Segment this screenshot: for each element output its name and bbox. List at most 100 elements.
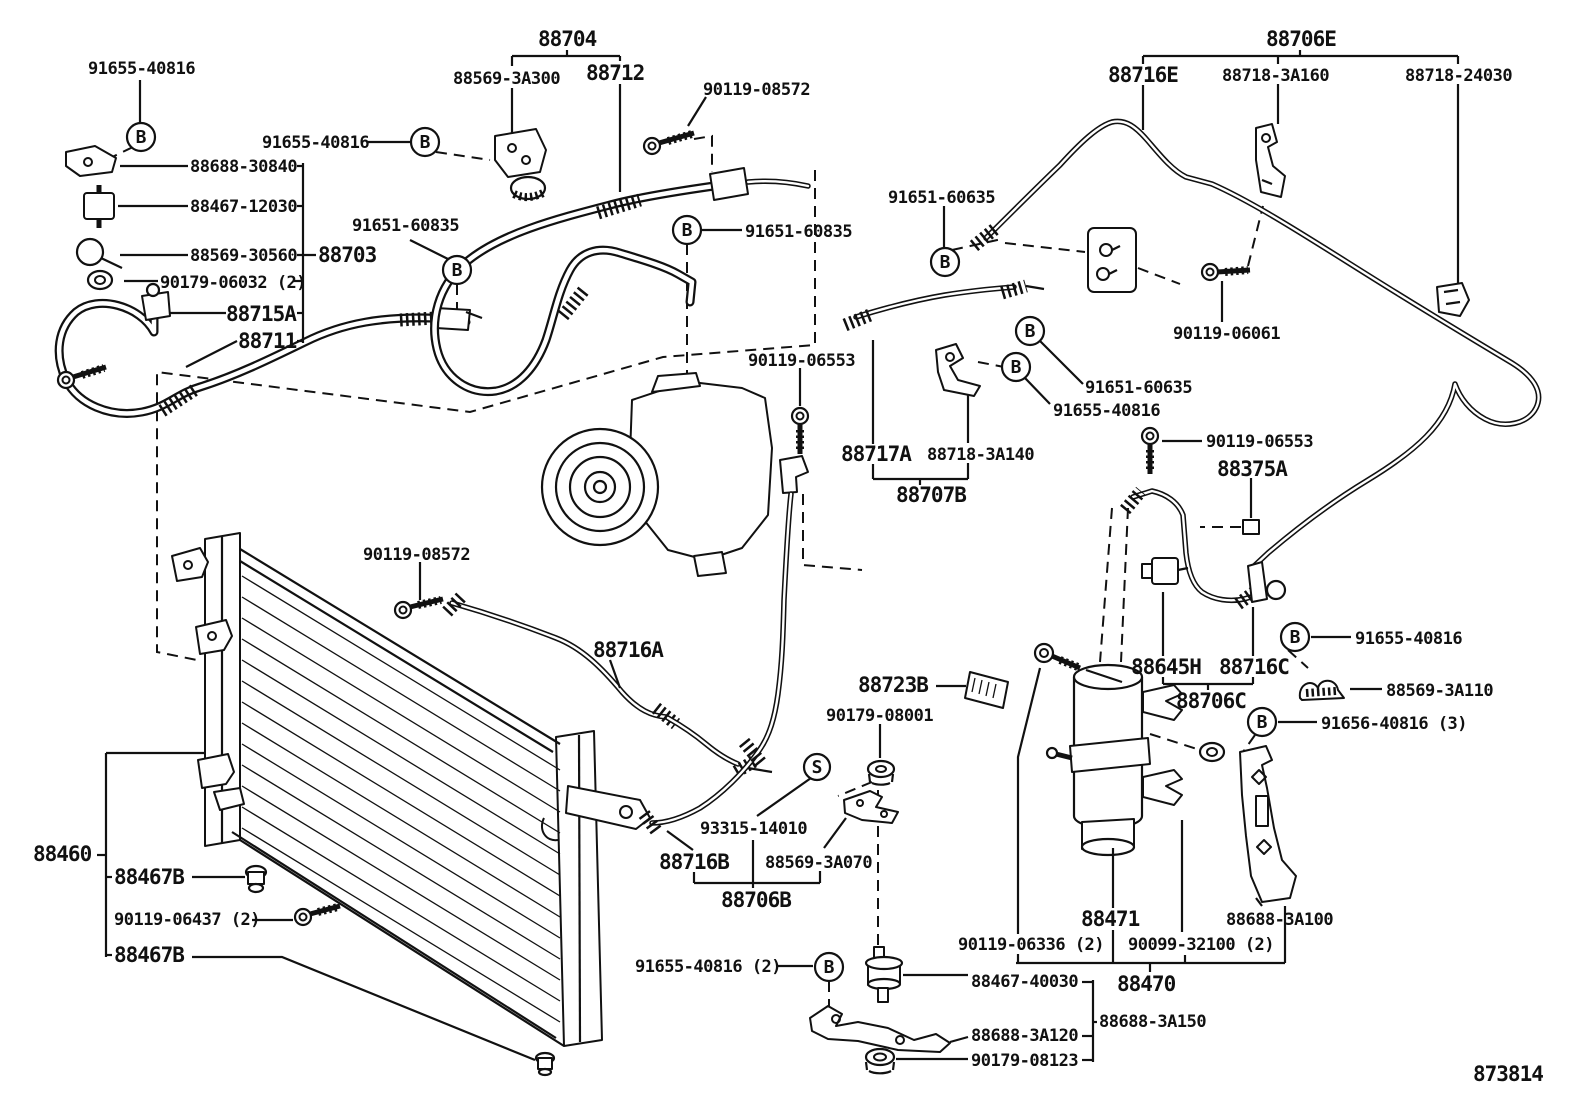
nut-icon-90179-08123 (864, 1047, 896, 1075)
grommet-icon-90099-32100 (1198, 741, 1226, 763)
bolt-symbol-b: B (813, 951, 845, 983)
suction-hose-88711 (54, 282, 483, 418)
condenser-art (171, 532, 651, 1047)
part-number-label: 91651-60635 (1085, 378, 1192, 398)
pipe-88707b (842, 279, 1045, 332)
dashed-locator-lines (103, 134, 1309, 1006)
nut-icon-90179-08001 (866, 759, 896, 786)
plug-icon-88467b-top (244, 864, 268, 894)
switch-symbol-s: S (802, 752, 832, 782)
bolt-symbol-letter: B (452, 260, 463, 281)
assembly-number-label: 88645H (1131, 655, 1201, 679)
bolt-symbol-b: B (125, 121, 157, 153)
part-number-label: 93315-14010 (700, 819, 807, 839)
assembly-number-label: 88467B (114, 943, 184, 967)
bolt-symbol-letter: B (682, 220, 693, 241)
pressure-switch-icon-88645h (1141, 557, 1189, 585)
assembly-number-label: 88704 (538, 27, 597, 51)
part-number-label: 91655-40816 (262, 133, 369, 153)
liquid-tube-88716a (442, 591, 773, 778)
bracket-icon-88688-3a120 (809, 1005, 951, 1053)
part-number-label: 88569-3A070 (765, 853, 872, 873)
valve-icon-88375a (1242, 519, 1260, 535)
part-number-label: 91651-60635 (888, 188, 995, 208)
plate-icon-88723b (964, 671, 1009, 709)
part-number-label: 88688-30840 (190, 157, 297, 177)
switch-symbol-letter: S (812, 757, 823, 778)
part-number-label: 91651-60835 (352, 216, 459, 236)
insulator-icon-88467-12030 (83, 185, 115, 228)
part-number-label: 90099-32100 (2) (1128, 935, 1274, 955)
bracket-icon-88688-3a100 (1239, 745, 1297, 907)
part-number-label: 90119-06061 (1173, 324, 1280, 344)
part-number-label: 91655-40816 (1355, 629, 1462, 649)
plug-icon-88467b-bottom (534, 1051, 556, 1077)
assembly-number-label: 88460 (33, 842, 92, 866)
bolt-icon-90119-08572-top (642, 130, 695, 156)
part-number-label: 90119-08572 (703, 80, 810, 100)
bolt-symbol-letter: B (940, 252, 951, 273)
assembly-number-label: 88711 (238, 329, 297, 353)
part-number-label: 90119-06437 (2) (114, 910, 260, 930)
bolt-symbol-b: B (409, 126, 441, 158)
clamp-icon-88718-3a160 (1255, 123, 1286, 198)
part-number-label: 90119-06336 (2) (958, 935, 1104, 955)
part-number-label: 88569-3A300 (453, 69, 560, 89)
discharge-hose-88712 (430, 167, 811, 397)
part-number-label: 90179-08123 (971, 1051, 1078, 1071)
rear-pipe-88706e (969, 118, 1542, 571)
bolt-icon-90119-08572-mid (393, 596, 444, 620)
bolt-symbol-b: B (441, 254, 473, 286)
part-number-label: 90179-08001 (826, 706, 933, 726)
assembly-number-label: 88717A (841, 442, 912, 466)
part-number-label: 88718-3A160 (1222, 66, 1329, 86)
bolt-symbol-letter: B (1025, 321, 1036, 342)
bolt-symbol-letter: B (420, 132, 431, 153)
part-number-label: 88569-3A110 (1386, 681, 1493, 701)
bolt-symbol-letter: B (824, 957, 835, 978)
clamp-icon-88569-3a300 (494, 128, 547, 201)
plate-icon-88716e (1087, 227, 1137, 293)
assembly-number-label: 88375A (1217, 457, 1288, 481)
assembly-number-label: 88706C (1176, 689, 1246, 713)
assembly-number-label: 88703 (318, 243, 377, 267)
diagram-code: 873814 (1473, 1062, 1543, 1086)
part-number-label: 88688-3A100 (1226, 910, 1333, 930)
liquid-pipe-88706c (1120, 486, 1287, 610)
assembly-number-label: 88707B (896, 483, 966, 507)
bolt-icon-90119-06553-right (1140, 426, 1160, 474)
receiver-drier-art (1045, 663, 1183, 857)
assembly-number-label: 88716E (1108, 63, 1178, 87)
screw-icon-90119-06437 (293, 903, 341, 927)
part-number-label: 90179-06032 (2) (160, 273, 306, 293)
part-labels: 91655-40816 88688-30840 88467-12030 8856… (33, 27, 1544, 1086)
bolt-symbol-letter: B (1257, 712, 1268, 733)
condenser-fins (241, 575, 561, 1023)
grommet-icon-90179-06032 (86, 269, 114, 291)
assembly-number-label: 88706B (721, 888, 791, 912)
bolt-icon-90119-08572-left (56, 364, 107, 390)
fastener-symbols: B B B B B B B B B B S (125, 121, 1311, 983)
assembly-number-label: 88716A (593, 638, 664, 662)
part-number-label: 90119-08572 (363, 545, 470, 565)
leader-lines (97, 50, 1460, 1062)
part-number-label: 88569-30560 (190, 246, 297, 266)
bolt-symbol-letter: B (136, 127, 147, 148)
clamp-icon-88569-30560 (75, 237, 123, 269)
bolt-symbol-b: B (671, 214, 703, 246)
compressor-art (540, 372, 773, 577)
assembly-number-label: 88716B (659, 850, 729, 874)
assembly-number-label: 88471 (1081, 907, 1140, 931)
bolt-symbol-letter: B (1011, 357, 1022, 378)
part-number-label: 90119-06553 (1206, 432, 1313, 452)
part-number-label: 91651-60835 (745, 222, 852, 242)
assembly-number-label: 88723B (858, 673, 928, 697)
suction-tube-88716b (638, 455, 809, 837)
assembly-number-label: 88706E (1266, 27, 1336, 51)
bolt-symbol-b: B (1000, 351, 1032, 383)
bolt-symbol-b: B (1279, 621, 1311, 653)
bolt-symbol-letter: B (1290, 627, 1301, 648)
part-number-label: 91655-40816 (2) (635, 957, 781, 977)
